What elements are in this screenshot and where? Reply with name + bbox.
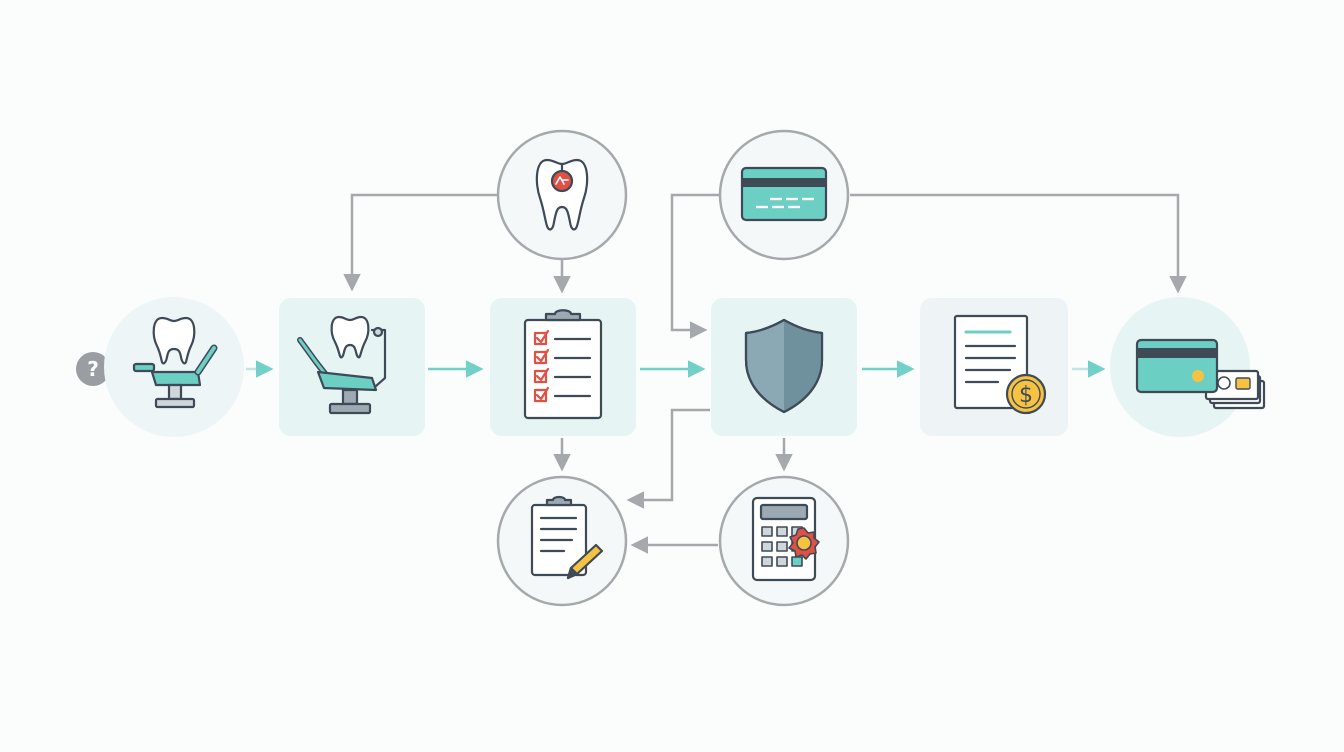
credit-card-payment-icon xyxy=(1135,338,1266,410)
edge-card-to-payment xyxy=(850,193,1187,294)
edge-coverage-to-estimate xyxy=(626,408,710,509)
diagnosis-node[interactable] xyxy=(496,129,628,261)
insurance-card-icon xyxy=(740,166,828,222)
calculator-icon xyxy=(751,496,820,582)
connector-lines xyxy=(343,193,1187,554)
question-node[interactable]: ? xyxy=(76,352,110,386)
tooth-diagnosis-icon xyxy=(535,158,589,231)
invoice-dollar-icon: $ xyxy=(953,314,1047,415)
exam-node[interactable] xyxy=(104,297,244,437)
edge-card-to-coverage xyxy=(670,193,720,339)
question-mark-label: ? xyxy=(87,357,99,381)
clipboard-pen-icon xyxy=(530,495,604,580)
tooth-dental-unit-icon xyxy=(297,315,387,415)
insurance-card-node[interactable] xyxy=(718,129,850,261)
coverage-node[interactable] xyxy=(711,298,857,436)
estimate-node[interactable] xyxy=(496,475,628,607)
treatment-plan-node[interactable] xyxy=(490,298,636,436)
tooth-dental-chair-icon xyxy=(132,316,218,409)
checklist-clipboard-icon xyxy=(523,309,603,420)
billing-node[interactable]: $ xyxy=(920,298,1068,436)
edge-diagnosis-to-treatment xyxy=(343,193,498,292)
shield-icon xyxy=(744,318,824,414)
dollar-sign-glyph: $ xyxy=(1019,383,1033,408)
treatment-node[interactable] xyxy=(279,298,425,436)
question-mark-icon xyxy=(76,352,110,386)
payment-node[interactable] xyxy=(1110,297,1266,437)
gear-badge-icon xyxy=(788,527,820,560)
calculation-node[interactable] xyxy=(718,475,850,607)
